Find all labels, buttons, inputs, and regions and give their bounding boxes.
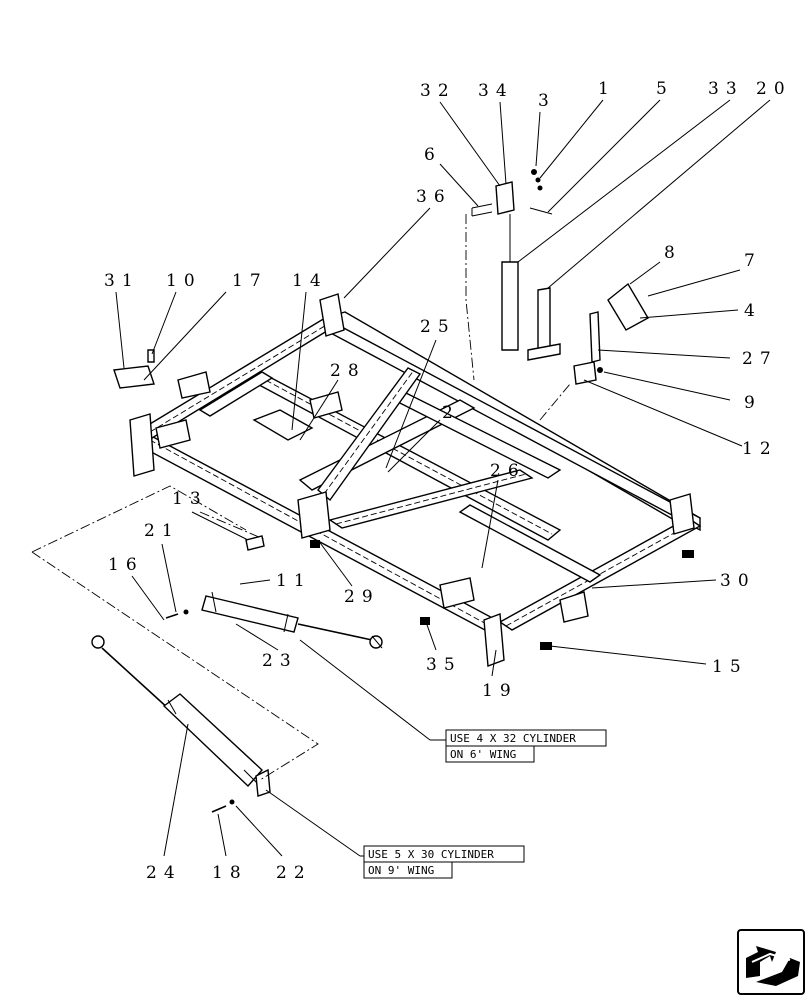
- callout-26: 26: [490, 461, 526, 481]
- callout-3: 3: [538, 91, 556, 111]
- note-5x30-line2: ON 9' WING: [368, 864, 434, 877]
- callout-11: 11: [276, 571, 312, 591]
- callout-19: 19: [482, 681, 518, 701]
- callout-31: 31: [104, 271, 140, 291]
- callout-22: 22: [276, 863, 312, 883]
- callout-23: 23: [262, 651, 298, 671]
- note-4x32-line2: ON 6' WING: [450, 748, 516, 761]
- callout-4: 4: [744, 301, 762, 321]
- cylinder-24: [91, 635, 271, 797]
- callout-32: 32: [420, 81, 456, 101]
- callout-12: 12: [742, 439, 778, 459]
- note-4x32: USE 4 X 32 CYLINDER ON 6' WING: [430, 729, 607, 763]
- callout-2: 2: [442, 403, 460, 423]
- callout-33: 33: [708, 79, 744, 99]
- callout-8: 8: [664, 243, 682, 263]
- cylinder-23: [201, 591, 383, 649]
- callout-16: 16: [108, 555, 144, 575]
- callout-36: 36: [416, 187, 452, 207]
- callout-18: 18: [212, 863, 248, 883]
- callout-17: 17: [232, 271, 268, 291]
- phantom-lines: [31, 214, 571, 781]
- callout-14: 14: [292, 271, 328, 291]
- previous-page-arrow-icon[interactable]: [737, 929, 805, 995]
- callout-6: 6: [424, 145, 442, 165]
- callouts: 32 34 3 1 5 33 20 6 36 8 7 4 27 9 12 31 …: [104, 79, 792, 883]
- callout-20: 20: [756, 79, 792, 99]
- upper-mount-parts: [113, 169, 649, 441]
- callout-13: 13: [172, 489, 208, 509]
- callout-15: 15: [712, 657, 748, 677]
- main-frame: [129, 293, 702, 667]
- callout-21: 21: [144, 521, 180, 541]
- callout-25: 25: [420, 317, 456, 337]
- callout-28: 28: [330, 361, 366, 381]
- note-5x30-line1: USE 5 X 30 CYLINDER: [368, 848, 494, 861]
- pins: [165, 535, 265, 813]
- callout-27: 27: [742, 349, 778, 369]
- callout-5: 5: [656, 79, 674, 99]
- note-5x30: USE 5 X 30 CYLINDER ON 9' WING: [360, 845, 525, 879]
- callout-29: 29: [344, 587, 380, 607]
- leader-lines: [115, 99, 771, 857]
- note-4x32-line1: USE 4 X 32 CYLINDER: [450, 732, 576, 745]
- callout-24: 24: [146, 863, 182, 883]
- callout-7: 7: [744, 251, 762, 271]
- callout-35: 35: [426, 655, 462, 675]
- callout-30: 30: [720, 571, 756, 591]
- callout-10: 10: [166, 271, 202, 291]
- callout-34: 34: [478, 81, 514, 101]
- callout-1: 1: [598, 79, 616, 99]
- callout-9: 9: [744, 393, 762, 413]
